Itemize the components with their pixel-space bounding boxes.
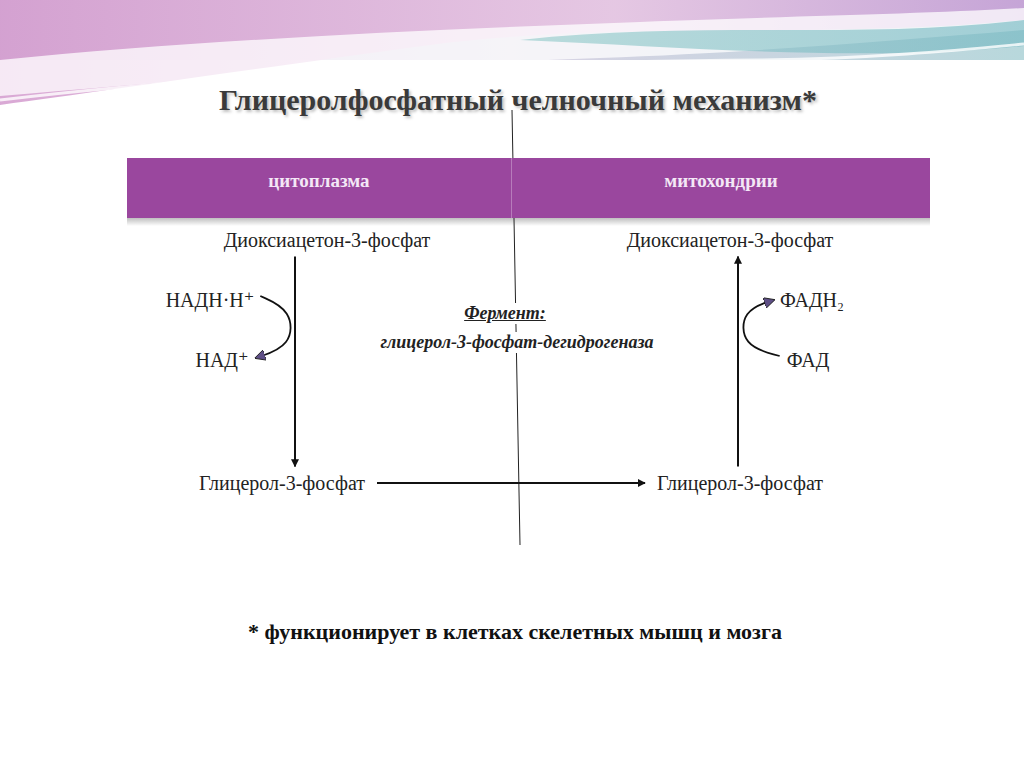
node-text: Глицерол-3-фосфат [657,472,823,494]
white-wave [0,8,1024,96]
node-text: НАДН·Н⁺ [166,289,255,311]
node-text: Диоксиацетон-3-фосфат [224,229,431,251]
node-text: Глицерол-3-фосфат [199,472,365,494]
teal-wave [520,20,1024,53]
node-text: ФАДН₂ [780,289,844,311]
band-shadow [127,218,930,226]
reaction-arrow [737,257,739,467]
compound-label: Диоксиацетон-3-фосфат [623,227,838,254]
column-header: цитоплазма [127,158,512,218]
footnote: * функционирует в клетках скелетных мышц… [245,619,785,645]
enzyme-name: глицерол-3-фосфат-дегидрогеназа [378,332,657,353]
coenzyme-label: НАДН·Н⁺ [162,286,259,314]
column-header: митохондрии [512,158,930,218]
coenzyme-label: ФАД [783,347,834,374]
node-text: ФАД [787,349,830,371]
reaction-arrow [294,257,296,467]
reaction-arrow [377,482,645,484]
coenzyme-label: ФАДН₂ [776,287,848,314]
node-text: цитоплазма [268,170,369,192]
node-text: Диоксиацетон-3-фосфат [627,229,834,251]
enzyme-heading: Фермент: [461,303,549,324]
node-text: НАД⁺ [195,349,248,371]
compound-label: Глицерол-3-фосфат [195,470,369,497]
reaction-arrow [256,296,291,358]
slide-title: Глицеролфосфатный челночный механизм* [219,83,817,117]
coenzyme-label: НАД⁺ [191,346,252,374]
node-text: митохондрии [664,170,777,192]
compound-label: Диоксиацетон-3-фосфат [220,227,435,254]
reaction-arrow [743,300,779,356]
compound-label: Глицерол-3-фосфат [653,470,827,497]
